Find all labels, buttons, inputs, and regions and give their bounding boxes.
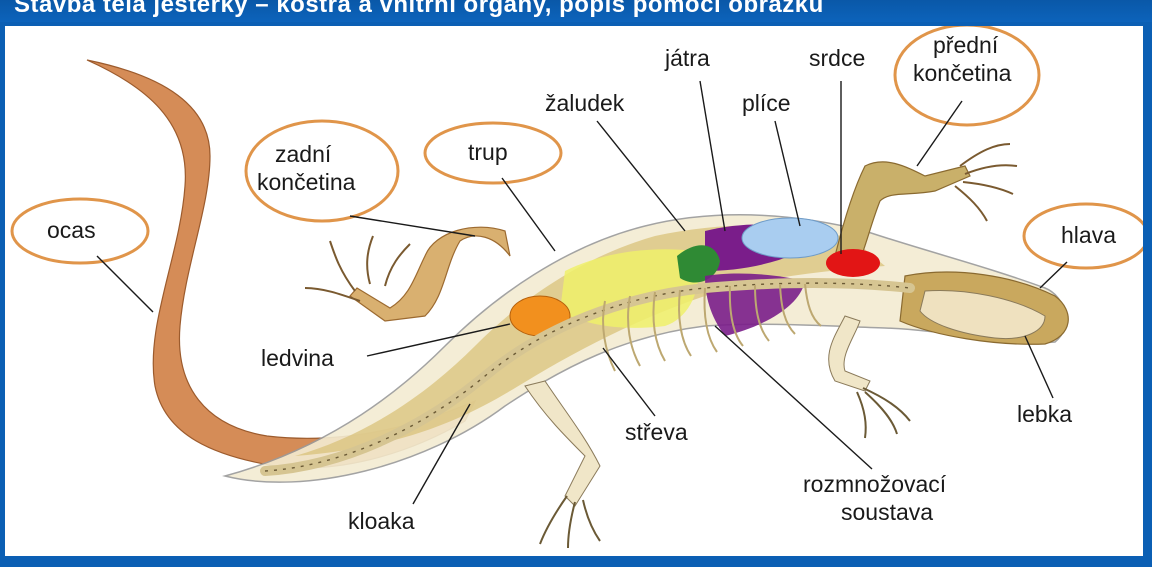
label-predni-koncetina-2: končetina: [913, 60, 1012, 86]
title-banner: Stavba těla ještěrky – kostra a vnitřní …: [0, 0, 1152, 22]
label-zadni-koncetina-2: končetina: [257, 169, 356, 195]
slide-title: Stavba těla ještěrky – kostra a vnitřní …: [14, 0, 1134, 19]
label-jatra: játra: [664, 45, 710, 71]
label-hlava: hlava: [1061, 222, 1116, 248]
label-trup: trup: [468, 139, 508, 165]
label-ocas: ocas: [47, 217, 96, 243]
label-predni-koncetina-1: přední: [933, 32, 999, 58]
label-lebka: lebka: [1017, 401, 1072, 427]
label-srdce: srdce: [809, 45, 865, 71]
label-streva: střeva: [625, 419, 688, 445]
label-rozmnozovaci-2: soustava: [841, 499, 933, 525]
hind-leg-lower: [525, 381, 600, 506]
front-toes: [955, 144, 1017, 221]
hind-leg-upper: [350, 227, 510, 321]
label-zadni-koncetina-1: zadní: [275, 141, 332, 167]
lungs-organ: [742, 218, 838, 258]
label-rozmnozovaci-1: rozmnožovací: [803, 471, 947, 497]
diagram-panel: ocas zadní končetina trup žaludek játra …: [5, 26, 1143, 556]
heart-organ: [826, 249, 880, 277]
label-ledvina: ledvina: [261, 345, 334, 371]
label-zaludek: žaludek: [545, 90, 625, 116]
label-kloaka: kloaka: [348, 508, 415, 534]
lizard-diagram: ocas zadní končetina trup žaludek játra …: [5, 26, 1143, 556]
label-plice: plíce: [742, 90, 791, 116]
